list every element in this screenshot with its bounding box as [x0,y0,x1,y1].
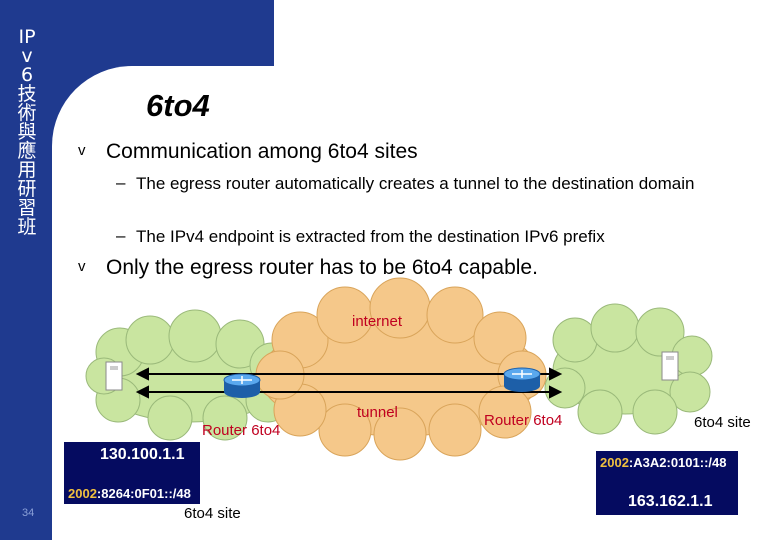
header-band [52,0,274,66]
right-address-box: 2002:A3A2:0101::/48 163.162.1.1 [596,451,738,515]
left-address-box: 130.100.1.1 2002:8264:0F01::/48 [64,442,200,504]
dash-icon: – [116,173,126,192]
right-prefix-head: 2002 [600,455,629,470]
slide-title: 6to4 [146,88,210,123]
dash-icon: – [116,226,126,245]
header-curve [52,66,212,226]
left-prefix-tail: :8264:0F01::/48 [96,486,191,501]
vertical-title: IPv6技術與應用研習班 [17,26,37,238]
right-prefix-tail: :A3A2:0101::/48 [628,455,727,470]
tunnel-arrows [135,367,563,399]
right-host-icon [661,351,679,381]
left-router-label: Router 6to4 [202,422,281,439]
checkmark-icon: v [78,258,86,275]
left-ipv4-address: 130.100.1.1 [100,446,185,463]
sidebar [0,0,52,540]
sub-bullet-1-text: The egress router automatically creates … [136,174,695,193]
left-6to4-prefix: 2002:8264:0F01::/48 [68,486,191,501]
right-ipv4-address: 163.162.1.1 [628,493,713,510]
left-prefix-head: 2002 [68,486,97,501]
right-6to4-prefix: 2002:A3A2:0101::/48 [600,455,726,470]
checkmark-icon: v [78,142,86,159]
page-number: 34 [22,507,35,519]
left-router-icon [223,373,261,398]
right-router-icon [503,367,541,392]
right-router-label: Router 6to4 [484,412,563,429]
left-host-icon [105,361,123,391]
right-site-label: 6to4 site [694,414,751,431]
internet-cloud [255,277,547,461]
right-site-cloud [544,303,713,435]
sub-bullet-2-text: The IPv4 endpoint is extracted from the … [136,227,605,246]
left-site-label: 6to4 site [184,505,241,522]
tunnel-label: tunnel [357,404,398,421]
internet-label: internet [352,313,403,330]
bullet-1-text: Communication among 6to4 sites [106,140,418,163]
bullet-2-text: Only the egress router has to be 6to4 ca… [106,256,538,279]
